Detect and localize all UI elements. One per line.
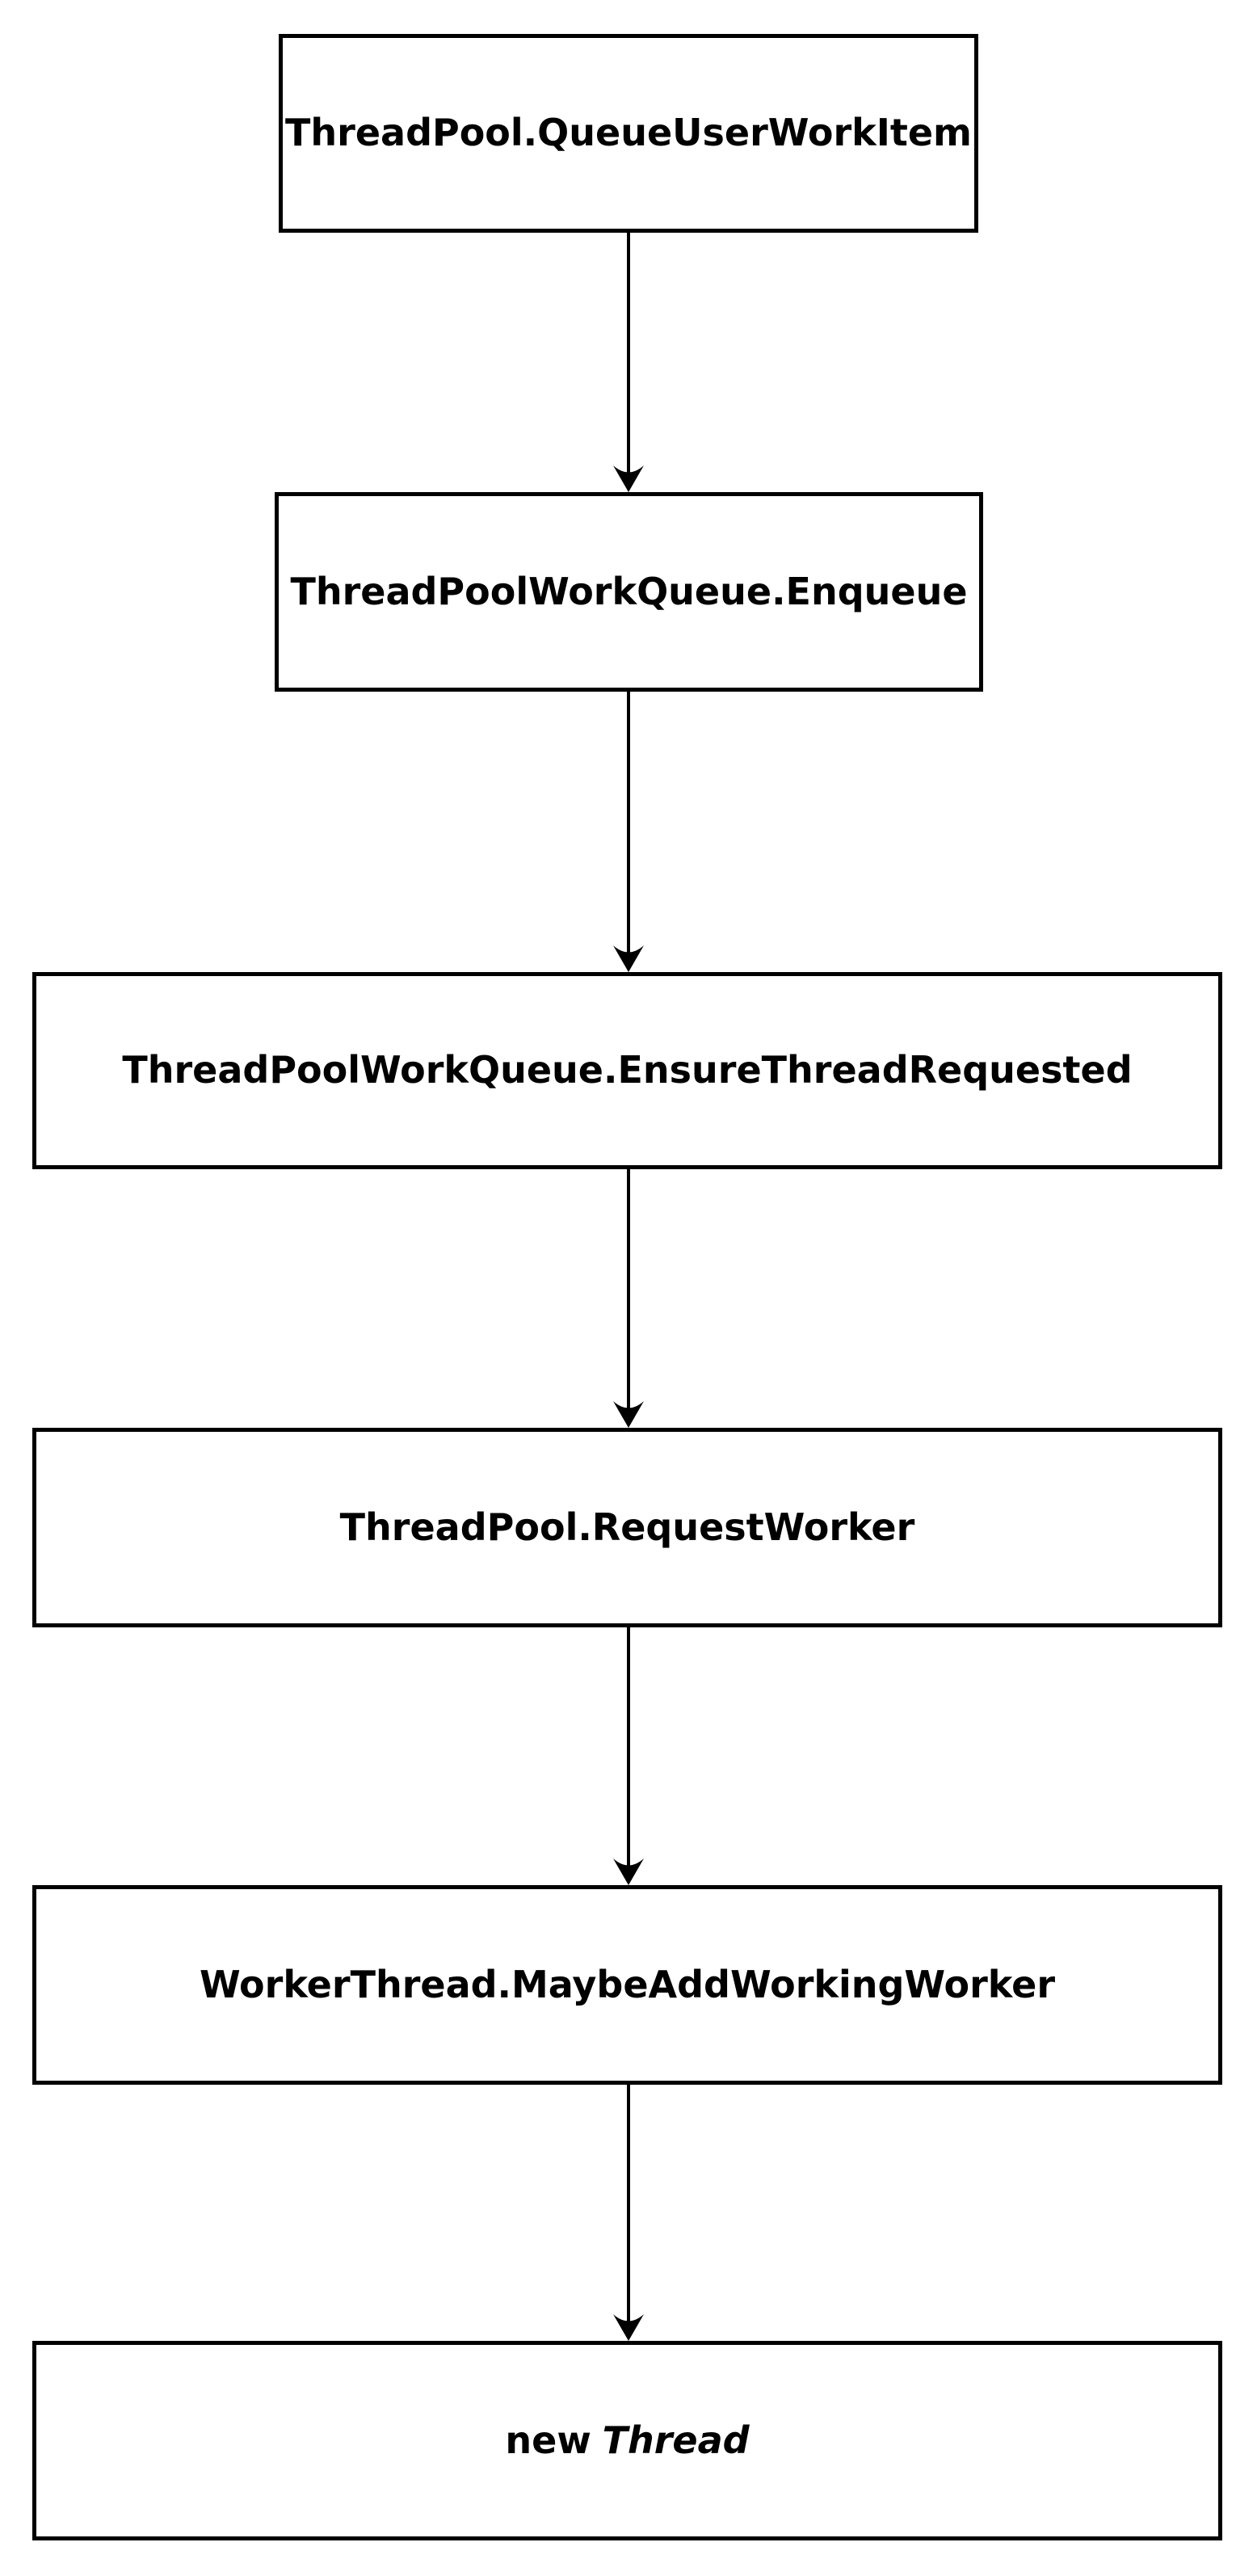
node-label: ThreadPoolWorkQueue.EnsureThreadRequeste…	[122, 1048, 1133, 1092]
flow-node-queue-user-work-item: ThreadPool.QueueUserWorkItem	[279, 34, 978, 233]
node-label-prefix: new	[505, 2418, 591, 2462]
flow-node-maybe-add-working-worker: WorkerThread.MaybeAddWorkingWorker	[32, 1885, 1222, 2085]
node-label: ThreadPoolWorkQueue.Enqueue	[290, 569, 968, 613]
node-label: ThreadPool.QueueUserWorkItem	[285, 111, 972, 155]
node-label-italic: Thread	[602, 2418, 750, 2462]
arrow-down-icon	[613, 691, 644, 972]
node-label: ThreadPool.RequestWorker	[339, 1505, 915, 1549]
flow-node-ensure-thread-requested: ThreadPoolWorkQueue.EnsureThreadRequeste…	[32, 972, 1222, 1169]
arrow-down-icon	[613, 232, 644, 492]
arrow-down-icon	[613, 2085, 644, 2341]
flow-node-request-worker: ThreadPool.RequestWorker	[32, 1428, 1222, 1627]
node-label: WorkerThread.MaybeAddWorkingWorker	[199, 1962, 1056, 2006]
arrow-down-icon	[613, 1169, 644, 1428]
arrow-down-icon	[613, 1627, 644, 1885]
flow-node-enqueue: ThreadPoolWorkQueue.Enqueue	[275, 492, 983, 692]
